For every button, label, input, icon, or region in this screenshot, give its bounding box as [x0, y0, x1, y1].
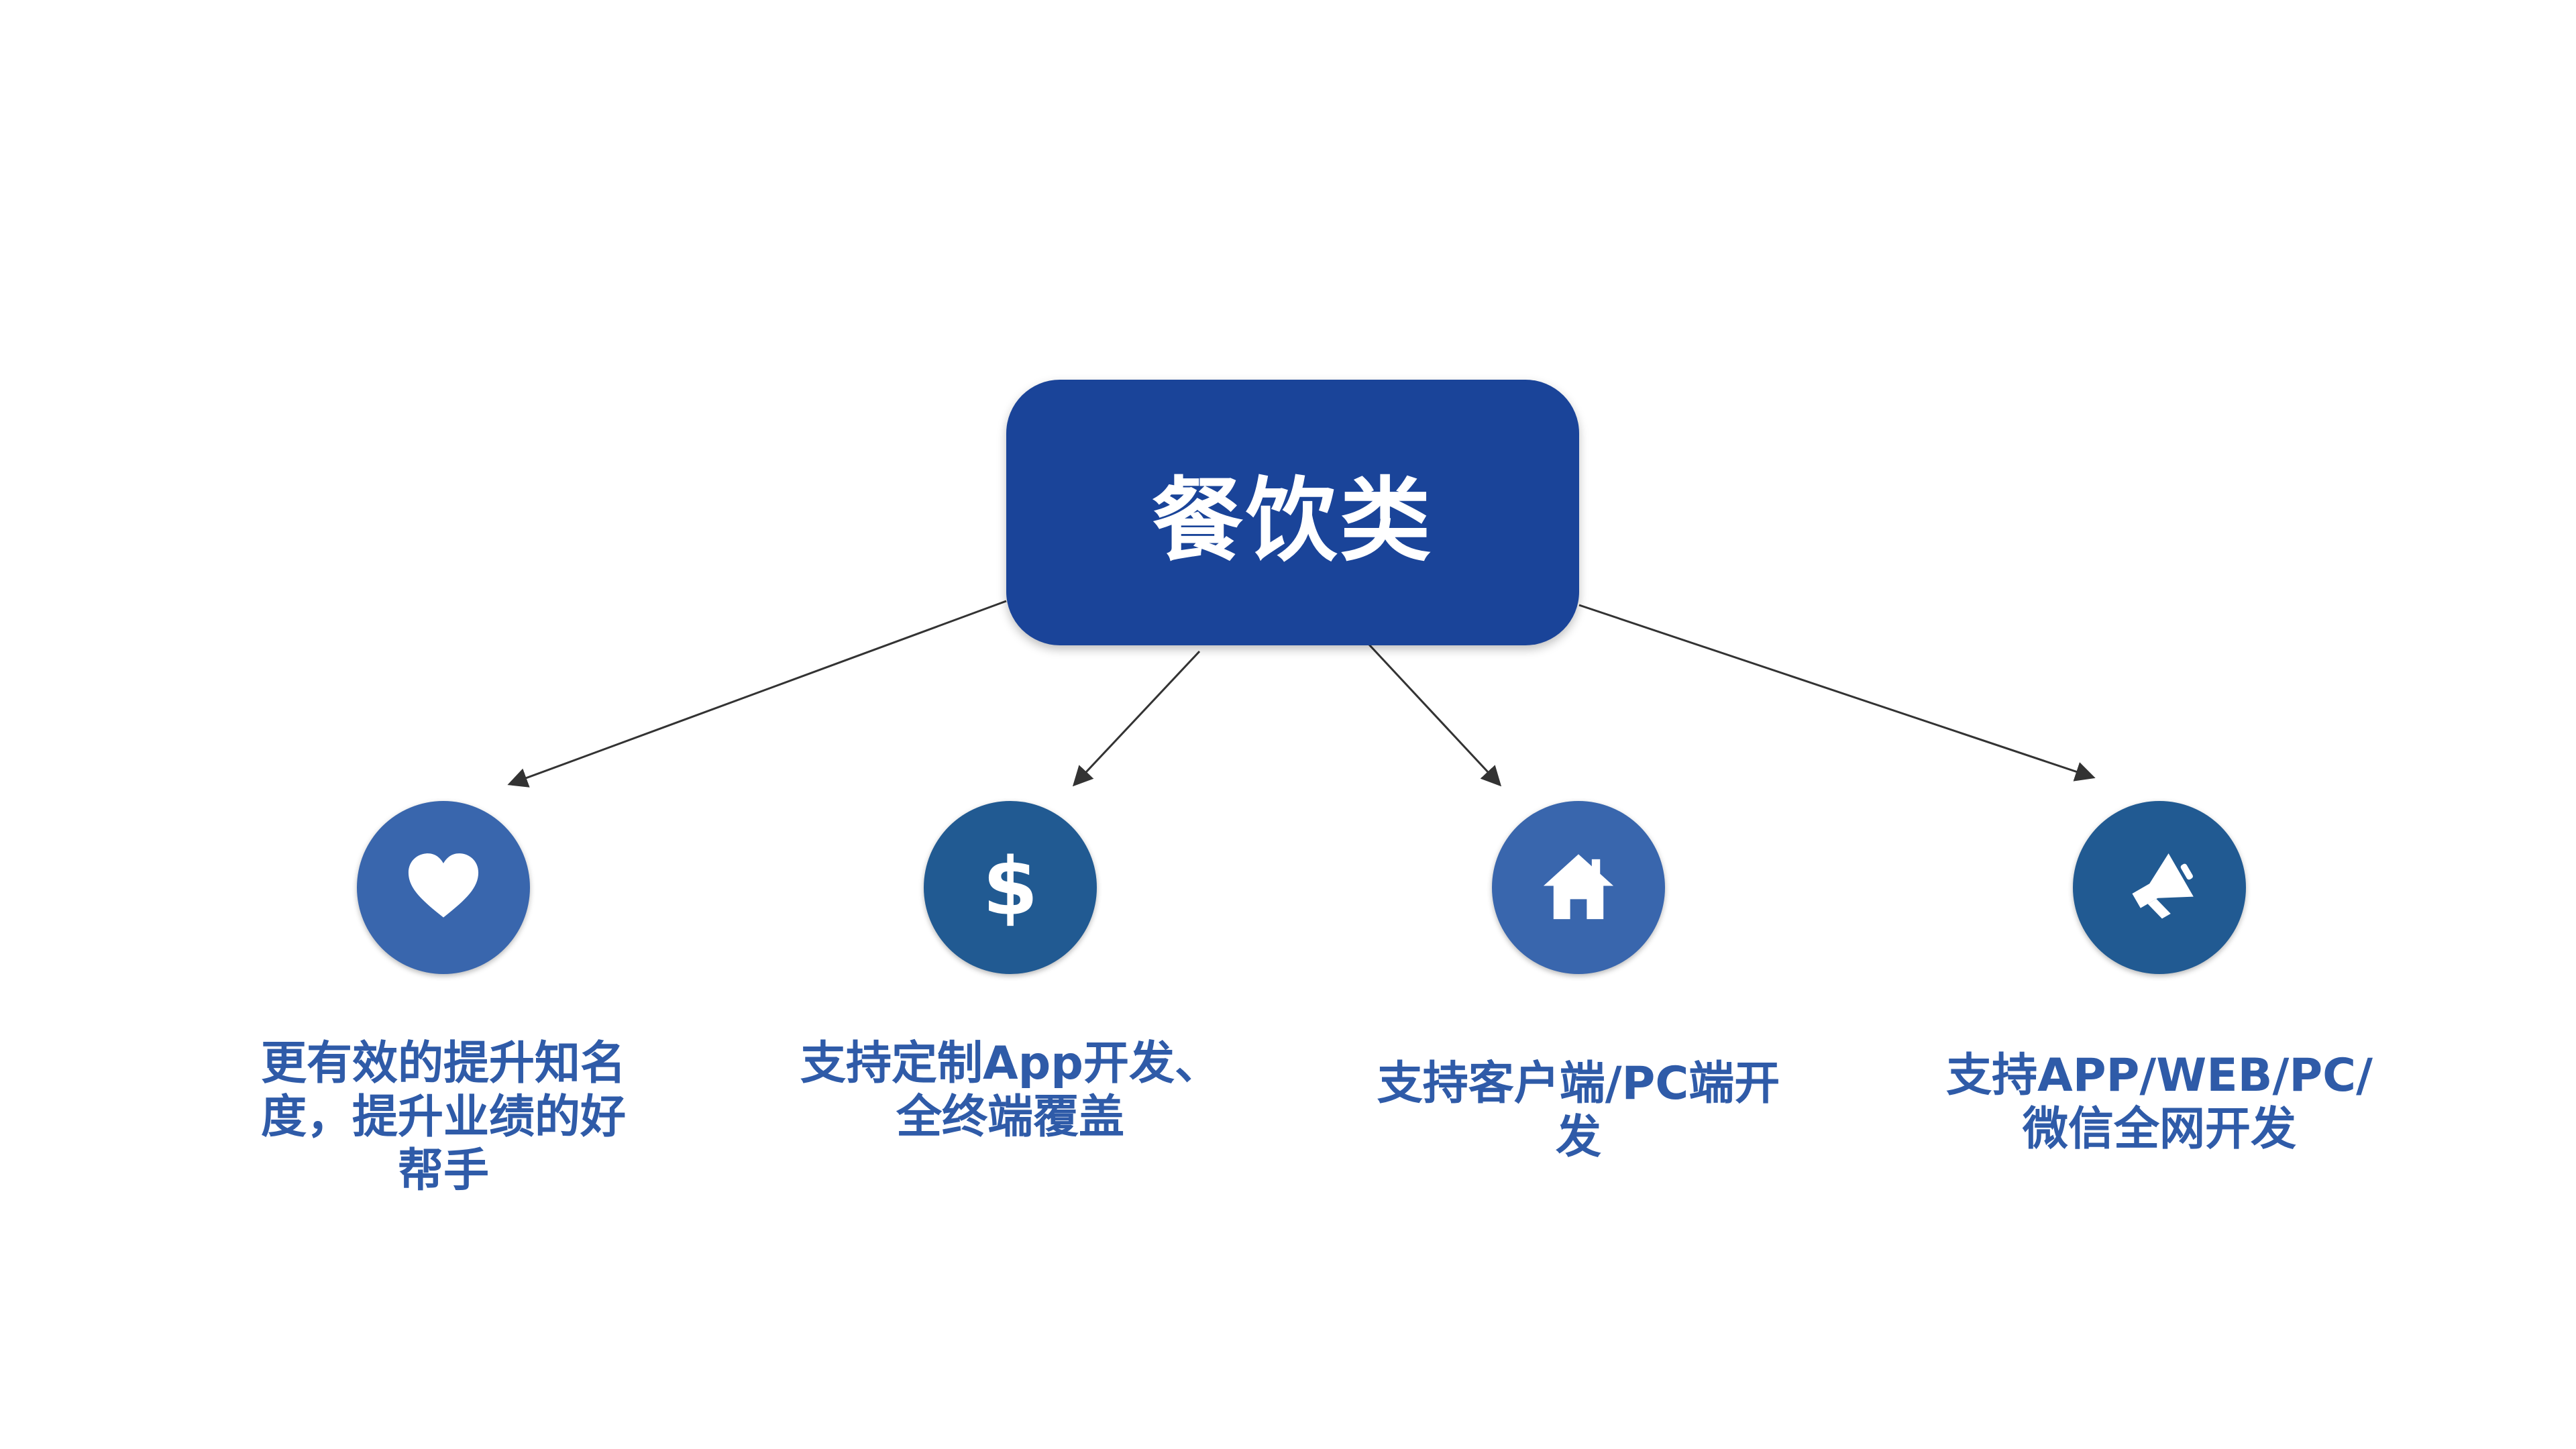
- node-caption: 支持客户端/PC端开 发: [1377, 1057, 1780, 1164]
- home-icon: [1543, 854, 1614, 920]
- branch-node: 支持APP/WEB/PC/ 微信全网开发: [1938, 801, 2381, 1157]
- root-node-box: 餐饮类: [1006, 380, 1579, 645]
- node-icon-circle: [357, 801, 530, 974]
- arrow-to-node-3: [1368, 643, 1502, 787]
- arrow-to-node-4: [1578, 604, 2096, 782]
- heart-icon: [408, 853, 479, 918]
- dollar-icon: $: [983, 846, 1038, 929]
- node-caption: 支持APP/WEB/PC/ 微信全网开发: [1946, 1049, 2373, 1156]
- root-node-label: 餐饮类: [1152, 468, 1434, 574]
- node-caption: 支持定制App开发、 全终端覆盖: [800, 1037, 1220, 1144]
- arrow-to-node-2: [1072, 650, 1201, 787]
- branch-node: $ 支持定制App开发、 全终端覆盖: [789, 801, 1232, 1144]
- branch-node: 更有效的提升知名 度，提升业绩的好 帮手: [222, 801, 665, 1198]
- node-icon-circle: $: [924, 801, 1097, 974]
- branch-node: 支持客户端/PC端开 发: [1357, 801, 1800, 1165]
- node-icon-circle: [2073, 801, 2246, 974]
- arrow-to-node-1: [507, 600, 1007, 788]
- megaphone-icon: [2132, 853, 2194, 919]
- node-caption: 更有效的提升知名 度，提升业绩的好 帮手: [260, 1037, 626, 1197]
- svg-text:$: $: [983, 846, 1038, 929]
- node-icon-circle: [1492, 801, 1665, 974]
